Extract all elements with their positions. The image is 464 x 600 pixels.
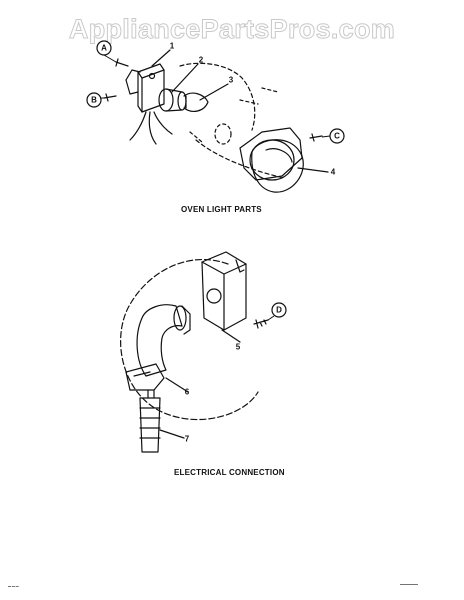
oven-light-assembly [103, 49, 329, 193]
screw-c [309, 133, 323, 142]
callout-d: D [276, 306, 282, 315]
part-number-6: 6 [185, 388, 190, 397]
screw-a [115, 58, 129, 67]
elbow-fitting [136, 304, 183, 377]
lens-cover [251, 139, 304, 193]
lamp-socket [158, 88, 174, 112]
callout-b-circle [86, 92, 102, 108]
callout-a: A [101, 44, 107, 53]
part-number-7: 7 [185, 435, 190, 444]
callout-d-circle [271, 302, 287, 318]
elbow-clamp [125, 363, 165, 391]
callout-b: B [91, 96, 97, 105]
screw-d [253, 319, 269, 329]
part-number-5: 5 [236, 343, 241, 352]
part-number-2: 2 [199, 56, 204, 65]
connection-outline [120, 259, 259, 421]
electrical-caption: ELECTRICAL CONNECTION [174, 468, 285, 477]
light-bulb [183, 92, 209, 112]
part-number-1: 1 [170, 42, 175, 51]
socket-bracket [137, 63, 165, 113]
lead-wire [129, 111, 147, 141]
terminal-block [201, 251, 247, 331]
oven-wall-dashes [179, 62, 256, 131]
electrical-assembly [120, 251, 269, 453]
footer-mark-left: ▬ ▬ ▬ [8, 584, 19, 588]
site-watermark: AppliancePartsPros.com [68, 14, 396, 45]
callout-c: C [334, 132, 340, 141]
footer-mark-right: ▬▬▬▬▬▬ [400, 582, 418, 586]
part-number-3: 3 [229, 76, 234, 85]
conduit-sleeve [139, 397, 161, 453]
part-number-4: 4 [331, 168, 336, 177]
oven-light-caption: OVEN LIGHT PARTS [181, 205, 262, 214]
screw-b [103, 93, 117, 102]
